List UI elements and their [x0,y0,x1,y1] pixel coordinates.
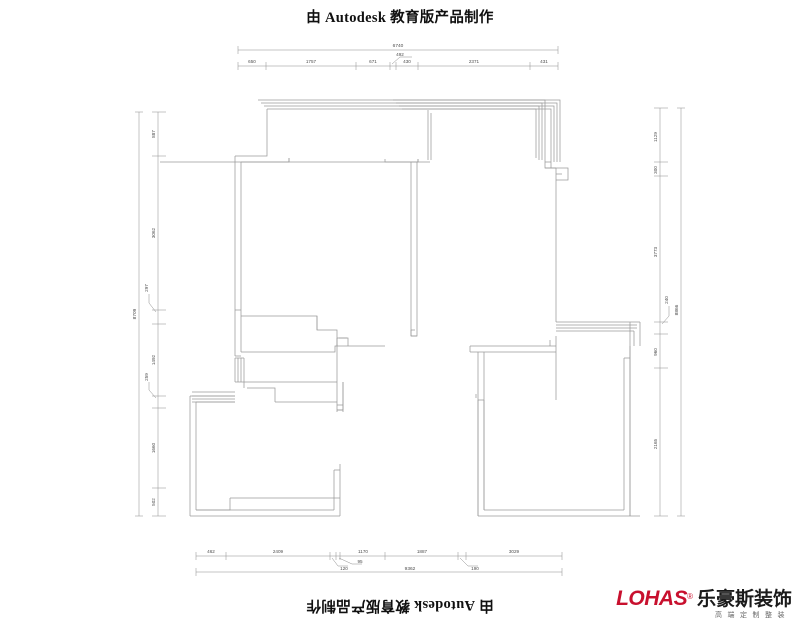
dim-left-seg-1: 3062 [151,227,156,238]
dim-top-secondary: 492 [396,52,404,57]
dimension-left [135,111,166,517]
dim-right-seg-3: 240 [664,296,669,304]
dimension-top [237,46,559,70]
dim-left-seg-2: 297 [144,284,149,292]
dim-bottom-seg-5: 1887 [417,549,428,554]
dim-top-seg-5: 431 [540,59,548,64]
dim-bottom-seg-2: 120 [340,566,348,571]
dim-left-seg-0: 887 [151,130,156,138]
dimension-top-labels: 6740 492 650 1757 671 430 2371 431 [248,43,548,64]
dim-right-seg-1: 300 [653,166,658,174]
logo-tagline: 高端定制整装 [715,611,790,619]
dim-right-total: 8866 [674,304,680,315]
dim-left-seg-6: 502 [151,498,156,506]
wall-geometry [160,99,641,517]
dim-top-seg-0: 650 [248,59,256,64]
registered-trademark-icon: ® [687,592,693,601]
dim-bottom-total: 9362 [405,566,416,572]
dim-left-seg-4: 259 [144,373,149,381]
dim-left-seg-5: 1660 [151,442,156,453]
lohas-logo: LOHAS® 乐豪斯装饰 高端定制整装 [616,588,792,619]
dim-bottom-seg-1: 2409 [273,549,284,554]
dim-top-seg-2: 671 [369,59,377,64]
dim-right-seg-2: 3773 [653,246,658,257]
logo-main-row: LOHAS® 乐豪斯装饰 [616,588,792,609]
dim-bottom-seg-3: 95 [357,559,363,564]
dim-right-seg-4: 960 [653,348,658,356]
dim-bottom-seg-6: 190 [471,566,479,571]
dim-left-total: 8709 [132,308,138,319]
logo-brand-latin: LOHAS [616,587,688,610]
dim-bottom-seg-0: 462 [207,549,215,554]
dim-bottom-seg-4: 1170 [358,549,368,554]
dim-left-seg-3: 1492 [151,354,156,365]
dim-top-seg-3: 430 [403,59,411,64]
dim-top-seg-1: 1757 [306,59,317,64]
dimension-bottom [195,552,563,576]
dimension-right-labels: 1129 300 3773 240 960 2165 8866 [653,132,680,449]
dim-top-total: 6740 [393,43,404,49]
dim-top-seg-4: 2371 [469,59,480,64]
dimension-bottom-labels: 462 2409 120 95 1170 1887 190 3029 9362 [207,549,519,572]
dim-right-seg-0: 1129 [653,132,658,142]
dimension-left-labels: 8709 887 3062 297 1492 259 1660 502 [132,130,156,506]
dim-right-seg-5: 2165 [653,438,658,449]
logo-brand-chinese: 乐豪斯装饰 [696,589,792,610]
dimension-right [654,107,685,517]
dim-bottom-seg-7: 3029 [509,549,520,554]
autodesk-education-watermark-top: 由 Autodesk 教育版产品制作 [306,10,494,26]
